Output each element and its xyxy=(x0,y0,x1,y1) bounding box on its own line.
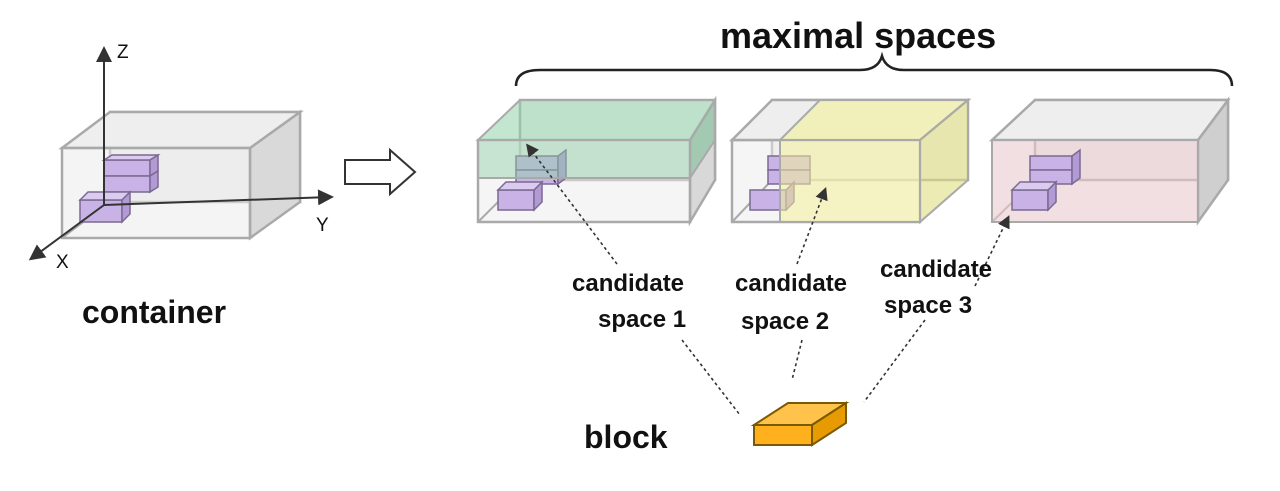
block-links xyxy=(681,319,926,416)
candidate-space-3-line2: space 3 xyxy=(884,292,972,319)
candidate-space-1-line1: candidate xyxy=(572,270,684,297)
transform-arrow-icon xyxy=(344,147,417,197)
block-label: block xyxy=(584,419,668,455)
axes xyxy=(28,46,334,261)
candidate-space-3-line1: candidate xyxy=(880,256,992,283)
candidate-space-1-line2: space 1 xyxy=(598,306,686,333)
maximal-space-3 xyxy=(988,96,1231,226)
maximal-spaces-title: maximal spaces xyxy=(720,15,996,56)
maximal-space-1 xyxy=(475,95,717,227)
candidate-space-2-line1: candidate xyxy=(735,270,847,297)
axis-y-label: Y xyxy=(316,215,329,236)
axis-x-label: X xyxy=(56,252,69,273)
block-icon xyxy=(750,401,850,447)
maximal-space-2 xyxy=(728,97,972,225)
candidate-arrows xyxy=(526,143,1010,287)
candidate-space-2-line2: space 2 xyxy=(741,308,829,335)
container-label: container xyxy=(82,294,226,330)
axis-z-label: Z xyxy=(117,42,129,63)
brace-icon xyxy=(514,51,1234,87)
